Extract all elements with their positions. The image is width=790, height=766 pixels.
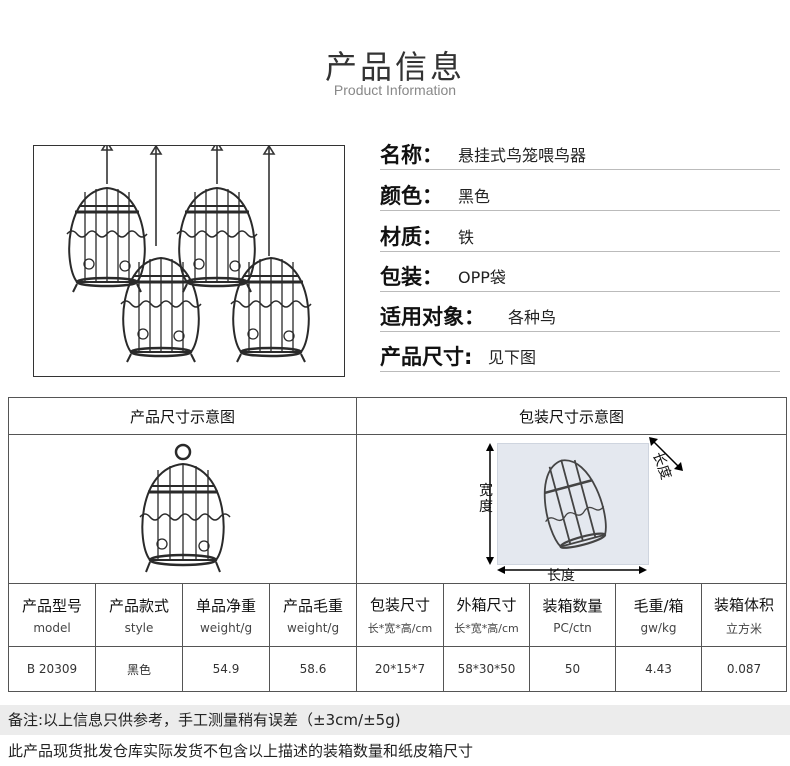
bagged-cage-illustration: [543, 459, 607, 549]
package-diagram-title: 包装尺寸示意图: [356, 397, 788, 435]
diagram-row: 宽度 长度 长度: [7, 434, 788, 584]
spec-table: 产品尺寸示意图 包装尺寸示意图: [7, 397, 788, 692]
info-row-color: 颜色： 黑色: [380, 180, 780, 211]
info-row-size: 产品尺寸: 见下图: [380, 341, 780, 372]
info-label: 适用对象：: [380, 305, 485, 329]
col-header-carton-volume: 装箱体积立方米: [701, 583, 788, 647]
section-header-row: 产品尺寸示意图 包装尺寸示意图: [7, 397, 788, 435]
product-photo: [33, 140, 345, 377]
col-header-carton-size: 外箱尺寸长*宽*高/cm: [443, 583, 531, 647]
note-disclaimer: 备注:以上信息只供参考，手工测量稍有误差（±3cm/±5g): [0, 705, 790, 735]
package-width-label: 宽度: [479, 483, 494, 515]
depth-arrow-icon: [649, 437, 684, 471]
length-arrow-icon: [497, 566, 648, 574]
hanging-cages-illustration: [65, 140, 313, 364]
product-diagram: [7, 434, 358, 584]
product-diagram-title: 产品尺寸示意图: [7, 397, 358, 435]
page-title: 产品信息: [324, 48, 465, 86]
package-diagram: 宽度 长度 长度: [356, 434, 788, 584]
cell-gross-weight: 58.6: [268, 646, 358, 692]
page-subtitle: Product Information: [333, 82, 457, 98]
width-arrow-icon: [486, 443, 495, 565]
cell-carton-weight: 4.43: [615, 646, 703, 692]
cage-diagram-illustration: [138, 443, 231, 572]
package-bag: [497, 443, 650, 565]
cell-carton-qty: 50: [529, 646, 617, 692]
cell-style: 黑色: [95, 646, 183, 692]
info-label: 颜色：: [380, 184, 443, 208]
note-shipping: 此产品现货批发仓库实际发货不包含以上描述的装箱数量和纸皮箱尺寸: [8, 742, 474, 760]
info-label: 名称：: [380, 143, 443, 167]
cell-carton-size: 58*30*50: [443, 646, 531, 692]
cell-carton-volume: 0.087: [701, 646, 788, 692]
cell-model: B 20309: [8, 646, 96, 692]
info-value: 悬挂式鸟笼喂鸟器: [458, 146, 587, 165]
info-value: 铁: [458, 228, 475, 247]
col-header-package-size: 包装尺寸长*宽*高/cm: [356, 583, 445, 647]
cell-package-size: 20*15*7: [356, 646, 445, 692]
cell-net-weight: 54.9: [182, 646, 270, 692]
info-value: OPP袋: [458, 268, 506, 287]
info-row-packaging: 包装： OPP袋: [380, 261, 780, 292]
info-value: 黑色: [458, 187, 491, 206]
table-row: B 20309 黑色 54.9 58.6 20*15*7 58*30*50 50…: [8, 646, 788, 692]
info-value: 见下图: [488, 348, 537, 367]
info-row-material: 材质： 铁: [380, 221, 780, 252]
info-value: 各种鸟: [508, 308, 557, 327]
package-length-label: 长度: [547, 568, 576, 584]
info-row-name: 名称： 悬挂式鸟笼喂鸟器: [380, 139, 780, 170]
info-label: 包装：: [380, 265, 443, 289]
info-label: 产品尺寸:: [380, 345, 473, 369]
info-label: 材质：: [380, 225, 443, 249]
info-row-target: 适用对象： 各种鸟: [380, 301, 780, 332]
